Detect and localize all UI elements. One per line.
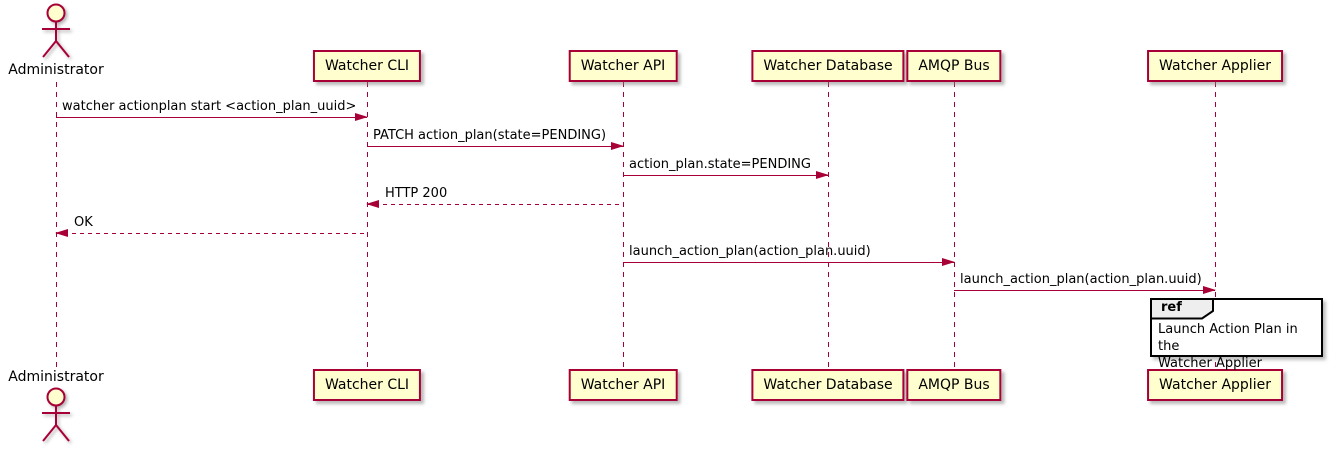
message-label: action_plan.state=PENDING <box>629 157 811 172</box>
arrowhead-icon <box>816 171 829 179</box>
participant-watcher-cli-top: Watcher CLI <box>312 50 422 83</box>
message-label: OK <box>74 215 93 230</box>
message-line <box>954 290 1215 292</box>
message-label: launch_action_plan(action_plan.uuid) <box>629 244 871 259</box>
participant-watcher-cli-bottom: Watcher CLI <box>312 369 422 402</box>
arrowhead-icon <box>55 229 68 237</box>
message-label: HTTP 200 <box>385 186 448 201</box>
message-line <box>367 146 623 148</box>
actor-figure-top <box>34 2 78 60</box>
arrowhead-icon <box>355 113 368 121</box>
participant-amqp-bus-bottom: AMQP Bus <box>906 369 1002 402</box>
message-line <box>367 204 623 206</box>
participant-watcher-api-top: Watcher API <box>568 50 678 83</box>
participant-watcher-database-top: Watcher Database <box>751 50 905 83</box>
ref-text: Launch Action Plan in the Watcher Applie… <box>1152 300 1321 376</box>
participant-amqp-bus-top: AMQP Bus <box>906 50 1002 83</box>
lifeline-watcher-database <box>828 82 829 368</box>
lifeline-watcher-applier <box>1215 82 1216 368</box>
ref-fragment: ref Launch Action Plan in the Watcher Ap… <box>1150 298 1323 371</box>
arrowhead-icon <box>611 142 624 150</box>
arrowhead-icon <box>1203 286 1216 294</box>
lifeline-amqp-bus <box>954 82 955 368</box>
ref-text-line-2: Watcher Applier <box>1158 355 1262 371</box>
ref-text-line-1: Launch Action Plan in the <box>1158 322 1298 354</box>
participant-watcher-api-bottom: Watcher API <box>568 369 678 402</box>
actor-label-top: Administrator <box>8 62 104 78</box>
actor-icon <box>42 3 70 58</box>
lifeline-watcher-cli <box>367 82 368 368</box>
participant-watcher-applier-bottom: Watcher Applier <box>1147 369 1283 402</box>
actor-icon <box>42 387 70 442</box>
message-line <box>623 175 828 177</box>
message-label: launch_action_plan(action_plan.uuid) <box>960 272 1202 287</box>
participant-watcher-database-bottom: Watcher Database <box>751 369 905 402</box>
actor-label-bottom: Administrator <box>8 369 104 385</box>
lifeline-watcher-api <box>623 82 624 368</box>
message-line <box>56 117 367 119</box>
message-line <box>623 262 954 264</box>
message-label: PATCH action_plan(state=PENDING) <box>373 128 607 143</box>
arrowhead-icon <box>942 258 955 266</box>
ref-tab-icon <box>1150 298 1214 320</box>
message-line <box>56 233 367 235</box>
arrowhead-icon <box>366 200 379 208</box>
actor-figure-bottom <box>34 386 78 444</box>
participant-watcher-applier-top: Watcher Applier <box>1147 50 1283 83</box>
ref-keyword: ref <box>1161 300 1182 315</box>
lifeline-administrator <box>56 82 57 368</box>
message-label: watcher actionplan start <action_plan_uu… <box>62 99 357 114</box>
